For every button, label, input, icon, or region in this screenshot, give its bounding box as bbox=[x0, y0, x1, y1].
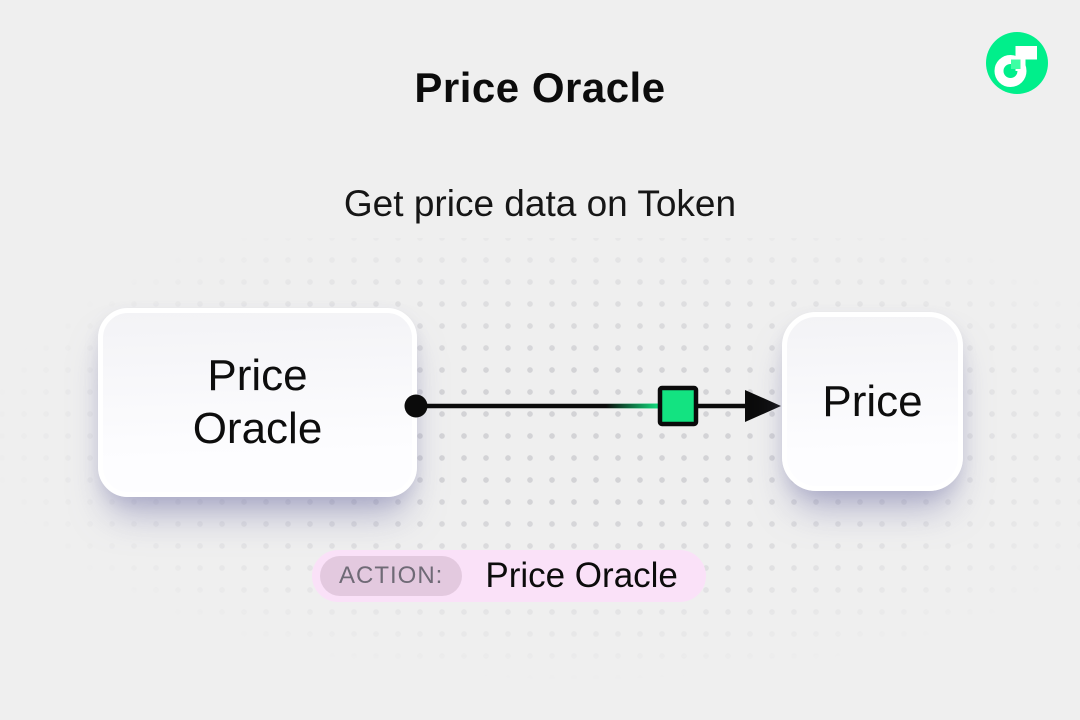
action-badge-label: ACTION: bbox=[320, 556, 463, 596]
flow-logo-icon bbox=[986, 32, 1048, 94]
node-price: Price bbox=[782, 312, 963, 491]
connector-start-dot bbox=[404, 394, 428, 418]
node-price-oracle: Price Oracle bbox=[98, 308, 417, 497]
page-title: Price Oracle bbox=[414, 64, 666, 111]
action-badge: ACTION: Price Oracle bbox=[312, 550, 706, 602]
page-subtitle: Get price data on Token bbox=[343, 183, 737, 224]
connector-arrow bbox=[404, 385, 781, 427]
connector-line-green-fade bbox=[606, 403, 660, 409]
node-price-oracle-label: Price Oracle bbox=[192, 350, 323, 453]
node-price-label: Price bbox=[822, 376, 923, 426]
arrowhead-icon bbox=[745, 390, 781, 422]
connector-marker-square bbox=[657, 385, 699, 427]
action-badge-value: Price Oracle bbox=[485, 556, 678, 595]
